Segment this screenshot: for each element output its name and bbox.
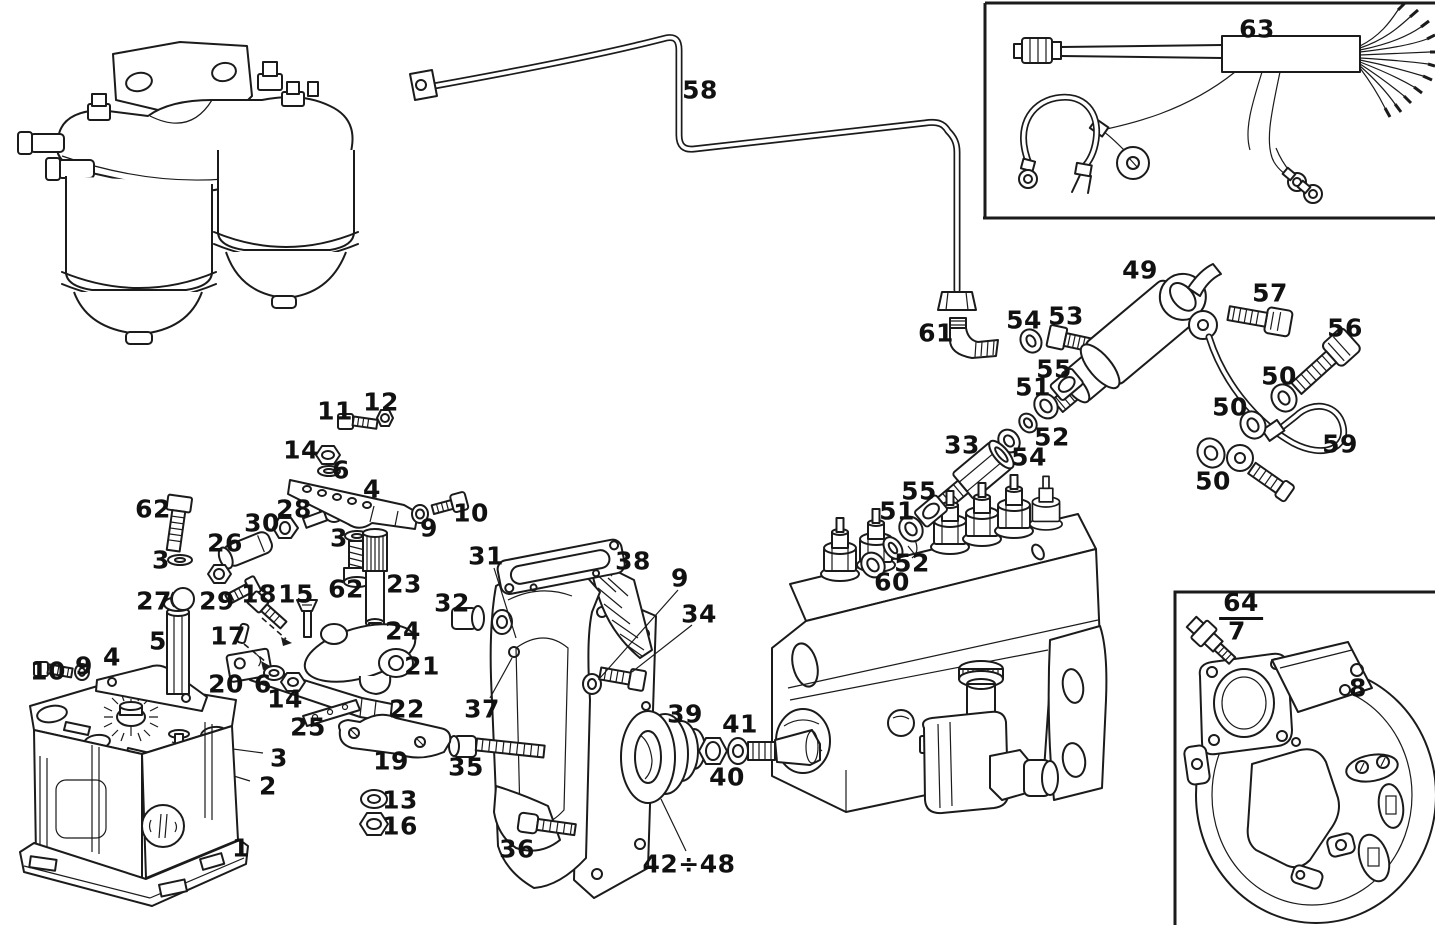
part-label-28: 28 bbox=[276, 494, 312, 524]
part-label-55: 55 bbox=[901, 476, 937, 506]
part-label-63: 63 bbox=[1239, 14, 1275, 44]
part-label-3: 3 bbox=[270, 743, 288, 773]
part-label-22: 22 bbox=[389, 694, 425, 724]
part-label-50: 50 bbox=[1261, 361, 1297, 391]
part-label-53: 53 bbox=[1048, 301, 1084, 331]
part-label-3: 3 bbox=[152, 545, 170, 575]
star-adjuster-wheel bbox=[103, 692, 159, 742]
part-label-50: 50 bbox=[1195, 466, 1231, 496]
part-label-55: 55 bbox=[1036, 354, 1072, 384]
bell-housing-inset-border bbox=[1173, 590, 1435, 925]
part-label-50: 50 bbox=[1212, 392, 1248, 422]
sensor-64 bbox=[1185, 615, 1237, 665]
part-label-4: 4 bbox=[103, 642, 121, 672]
part-label-60: 60 bbox=[874, 567, 910, 597]
part-label-12: 12 bbox=[363, 387, 399, 417]
part-label-42-48: 42÷48 bbox=[642, 849, 736, 879]
part-label-24: 24 bbox=[385, 616, 421, 646]
part-label-32: 32 bbox=[434, 588, 470, 618]
part-label-54: 54 bbox=[1011, 442, 1047, 472]
part-label-41: 41 bbox=[722, 709, 758, 739]
filter-inlet-fittings bbox=[17, 131, 95, 181]
part-label-52: 52 bbox=[894, 548, 930, 578]
part-label-58: 58 bbox=[682, 75, 718, 105]
bell-housing-8 bbox=[1183, 615, 1435, 924]
part-label-13: 13 bbox=[382, 785, 418, 815]
part-label-17: 17 bbox=[210, 621, 246, 651]
part-label-9: 9 bbox=[420, 513, 438, 543]
part-label-14: 14 bbox=[267, 684, 303, 714]
elbow-fitting-61 bbox=[949, 317, 999, 359]
part-label-33: 33 bbox=[944, 430, 980, 460]
part-label-38: 38 bbox=[615, 546, 651, 576]
part-label-14: 14 bbox=[283, 435, 319, 465]
filter-head-bolts bbox=[87, 61, 319, 121]
part-label-2: 2 bbox=[259, 771, 277, 801]
part-label-6: 6 bbox=[254, 669, 272, 699]
part-label-9: 9 bbox=[75, 651, 93, 681]
part-label-18: 18 bbox=[241, 579, 277, 609]
part-label-21: 21 bbox=[404, 651, 440, 681]
part-label-56: 56 bbox=[1327, 313, 1363, 343]
part-label-30: 30 bbox=[244, 508, 280, 538]
part-label-5: 5 bbox=[149, 626, 167, 656]
part-label-26: 26 bbox=[207, 528, 243, 558]
wiring-harness-inset-border bbox=[983, 1, 1435, 220]
part-label-25: 25 bbox=[290, 712, 326, 742]
governor-housing-assembly bbox=[19, 409, 470, 907]
part-label-15: 15 bbox=[278, 579, 314, 609]
part-label-62: 62 bbox=[135, 494, 171, 524]
part-label-54: 54 bbox=[1006, 305, 1042, 335]
leader-lines bbox=[489, 567, 693, 852]
part-label-57: 57 bbox=[1252, 278, 1288, 308]
part-label-7: 7 bbox=[1228, 616, 1246, 646]
part-label-6: 6 bbox=[332, 455, 350, 485]
part-label-9: 9 bbox=[671, 563, 689, 593]
cover-plate-21 bbox=[303, 623, 417, 695]
part-label-4: 4 bbox=[363, 474, 381, 504]
part-label-11: 11 bbox=[317, 396, 353, 426]
part-label-23: 23 bbox=[386, 569, 422, 599]
hand-primer-pump bbox=[919, 660, 1059, 815]
part-label-27: 27 bbox=[136, 586, 172, 616]
part-label-31: 31 bbox=[468, 541, 504, 571]
splined-shaft-23 bbox=[362, 528, 388, 638]
part-label-3: 3 bbox=[330, 523, 348, 553]
part-label-61: 61 bbox=[918, 318, 954, 348]
part-label-29: 29 bbox=[199, 586, 235, 616]
fuel-pipe-58 bbox=[409, 34, 977, 311]
wiring-harness-63 bbox=[1013, 1, 1435, 204]
part-label-39: 39 bbox=[667, 699, 703, 729]
governor-cover-assembly bbox=[448, 538, 821, 899]
part-label-37: 37 bbox=[464, 694, 500, 724]
lever-4 bbox=[287, 479, 419, 530]
part-label-40: 40 bbox=[709, 762, 745, 792]
part-label-52: 52 bbox=[1034, 422, 1070, 452]
part-label-59: 59 bbox=[1322, 429, 1358, 459]
part-label-64: 64 bbox=[1219, 590, 1263, 620]
injection-pump bbox=[771, 474, 1108, 815]
part-label-36: 36 bbox=[499, 834, 535, 864]
seal-disc-group bbox=[620, 710, 706, 804]
stop-solenoid-49-group bbox=[926, 263, 1361, 520]
part-label-49: 49 bbox=[1122, 255, 1158, 285]
part-label-8: 8 bbox=[1349, 673, 1367, 703]
part-label-34: 34 bbox=[681, 599, 717, 629]
part-label-20: 20 bbox=[208, 669, 244, 699]
part-label-10: 10 bbox=[453, 498, 489, 528]
plate-19 bbox=[338, 713, 452, 759]
part-label-35: 35 bbox=[448, 752, 484, 782]
part-label-10: 10 bbox=[30, 656, 66, 686]
part-label-62: 62 bbox=[328, 574, 364, 604]
part-label-51: 51 bbox=[879, 496, 915, 526]
part-label-19: 19 bbox=[373, 746, 409, 776]
drive-shaft-coupling bbox=[698, 729, 821, 766]
twin-fuel-filter-assembly bbox=[17, 41, 359, 345]
part-label-51: 51 bbox=[1015, 372, 1051, 402]
part-label-1: 1 bbox=[232, 833, 250, 863]
part-label-16: 16 bbox=[382, 811, 418, 841]
